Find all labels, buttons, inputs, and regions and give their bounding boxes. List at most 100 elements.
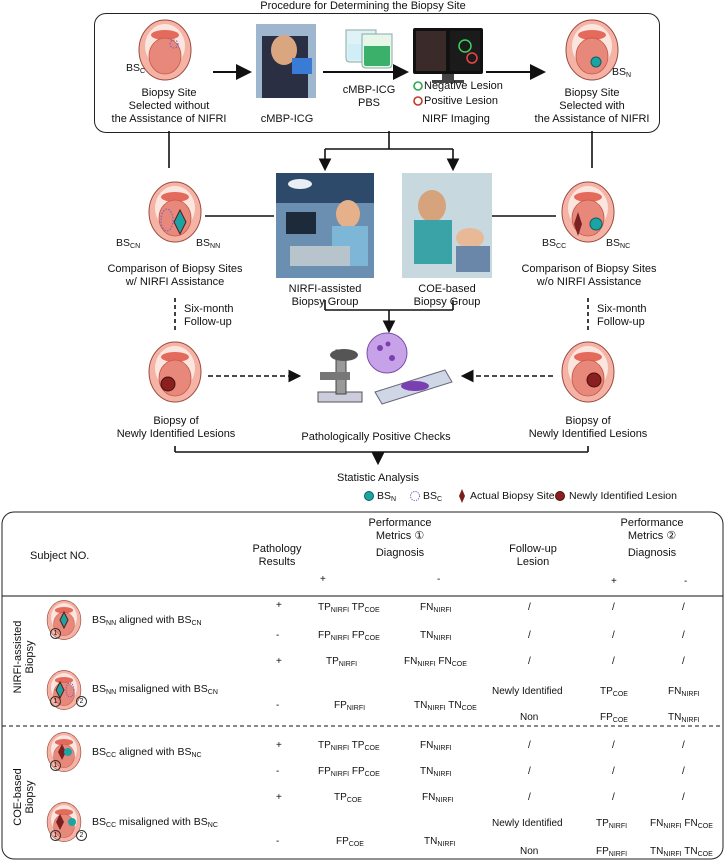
- table-cell: TNNIRFI TNCOE: [414, 700, 477, 712]
- mouth-illustration-top-right: [565, 19, 619, 81]
- table-cell: -: [276, 836, 280, 847]
- subject-header: Subject NO.: [30, 550, 90, 562]
- table-cell: FPNIRFI: [334, 700, 366, 712]
- table-cell: /: [682, 766, 685, 777]
- bsn-label-top: BSN: [612, 66, 632, 79]
- table-cell: FPCOE: [600, 712, 628, 724]
- positive-lesion-label: Positive Lesion: [424, 95, 498, 107]
- table-cell: /: [528, 792, 531, 803]
- table-cell: /: [682, 792, 685, 803]
- table-cell: /: [528, 630, 531, 641]
- table-cell: Non: [520, 712, 539, 723]
- table-cell: /: [682, 630, 685, 641]
- circle-one-r3: 1: [50, 760, 61, 771]
- legend-actual-biopsy: Actual Biopsy Site: [470, 490, 555, 502]
- table-cell: /: [528, 602, 531, 613]
- diag1-plus: +: [320, 574, 326, 585]
- circle-two-r4: 2: [76, 830, 87, 841]
- table-cell: /: [528, 766, 531, 777]
- table-cell: TNNIRFI: [420, 766, 452, 778]
- table-cell: /: [612, 656, 615, 667]
- table-cell: +: [276, 600, 282, 611]
- legend-newly-identified: Newly Identified Lesion: [569, 490, 677, 502]
- bsc-label-top: BSC: [126, 62, 146, 75]
- table-cell: TPCOE: [600, 686, 628, 698]
- mouth-illustration-bottom-right: [561, 341, 615, 403]
- row4-label: BSCC misaligned with BSNC: [92, 816, 218, 829]
- circle-one-r4: 1: [50, 830, 61, 841]
- diag2-plus: +: [611, 576, 617, 587]
- legend-bsc: BSC: [423, 490, 443, 503]
- table-cell: TPNIRFI: [326, 656, 358, 668]
- table-cell: TNNIRFI: [420, 630, 452, 642]
- table-cell: Non: [520, 846, 539, 857]
- diag1-header: Diagnosis: [375, 547, 425, 559]
- table-cell: /: [682, 656, 685, 667]
- table-cell: +: [276, 656, 282, 667]
- table-cell: -: [276, 700, 280, 711]
- negative-lesion-label: Negative Lesion: [424, 80, 503, 92]
- table-cell: /: [528, 740, 531, 751]
- table-cell: TPCOE: [334, 792, 362, 804]
- table-cell: /: [612, 740, 615, 751]
- table-cell: +: [276, 792, 282, 803]
- bsnc-label: BSNC: [606, 237, 631, 250]
- bsnn-label: BSNN: [196, 237, 221, 250]
- table-cell: FNNIRFI FNCOE: [404, 656, 467, 668]
- bscc-label: BSCC: [542, 237, 567, 250]
- mouth-illustration-top-left: [138, 19, 192, 81]
- table-cell: TPNIRFI TPCOE: [318, 602, 380, 614]
- table-cell: /: [612, 792, 615, 803]
- table-cell: Newly Identified: [492, 686, 563, 697]
- table-cell: /: [528, 656, 531, 667]
- table-cell: TPNIRFI: [596, 818, 628, 830]
- table-cell: /: [612, 630, 615, 641]
- table-cell: TPNIRFI TPCOE: [318, 740, 380, 752]
- table-cell: /: [612, 602, 615, 613]
- circle-two-r2: 2: [76, 696, 87, 707]
- table-cell: /: [612, 766, 615, 777]
- row1-label: BSNN aligned with BSCN: [92, 614, 202, 627]
- table-cell: /: [682, 602, 685, 613]
- pathology-checks-label: Pathologically Positive Checks: [301, 431, 451, 443]
- mouth-illustration-mid-right: [561, 181, 615, 243]
- caption-cmbp: cMBP-ICG: [260, 113, 314, 125]
- table-cell: FNNIRFI: [422, 792, 454, 804]
- table-cell: TNNIRFI TNCOE: [650, 846, 713, 858]
- row2-label: BSNN misaligned with BSCN: [92, 683, 218, 696]
- circle-one-r1: 1: [50, 628, 61, 639]
- table-cell: /: [682, 740, 685, 751]
- mouth-illustration-mid-left: [148, 181, 202, 243]
- table-cell: TNNIRFI: [668, 712, 700, 724]
- diag1-minus: -: [437, 574, 441, 585]
- diagram-title: Procedure for Determining the Biopsy Sit…: [260, 0, 466, 12]
- diag2-header: Diagnosis: [627, 547, 677, 559]
- table-cell: FPNIRFI FPCOE: [318, 630, 380, 642]
- caption-nirf-imaging: NIRF Imaging: [422, 113, 490, 125]
- circle-one-r2: 1: [50, 696, 61, 707]
- statistic-analysis-label: Statistic Analysis: [337, 472, 419, 484]
- table-cell: FPNIRFI FPCOE: [318, 766, 380, 778]
- table-cell: FNNIRFI: [420, 740, 452, 752]
- table-cell: +: [276, 740, 282, 751]
- legend-bsn: BSN: [377, 490, 397, 503]
- table-cell: -: [276, 630, 280, 641]
- table-cell: FPNIRFI: [596, 846, 628, 858]
